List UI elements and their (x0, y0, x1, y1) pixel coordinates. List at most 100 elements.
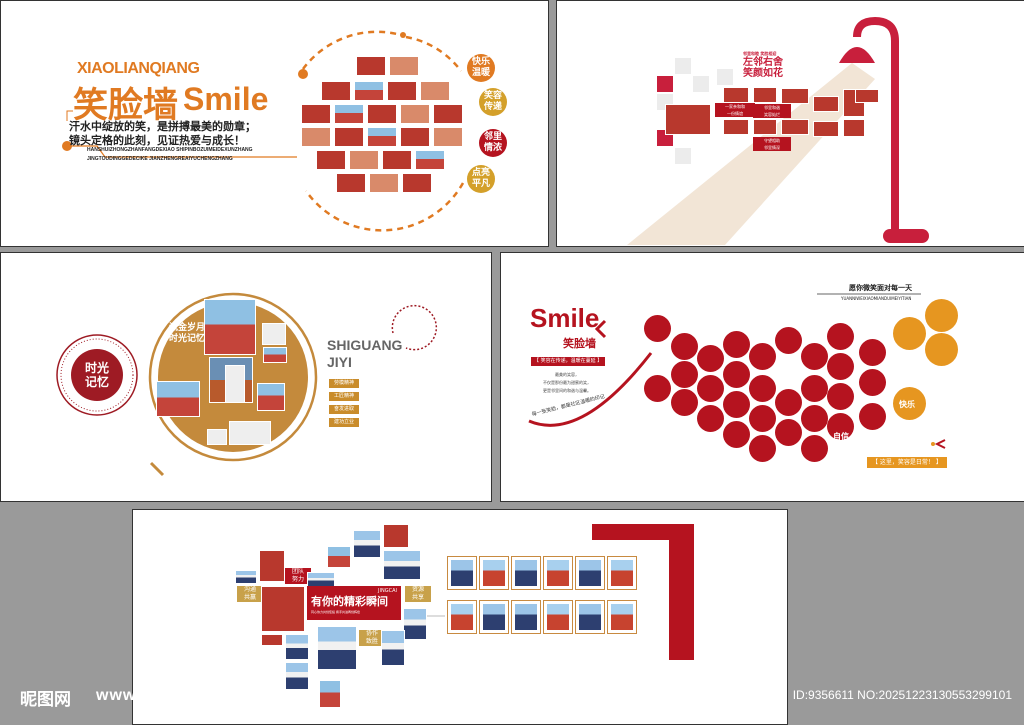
dot (723, 421, 750, 448)
panel-smile-dots: Smile 笑脸墙 【 笑容在传递，温暖在蔓延 】 最美的笑容， 不仅是那份最为… (500, 252, 1024, 502)
bubble-light: 点亮 平凡 (467, 165, 495, 193)
photo (843, 119, 865, 137)
photo (285, 662, 309, 690)
dot (827, 323, 854, 350)
watermark-id: ID:9356611 NO:20251223130553299101 (792, 688, 1012, 702)
photo (855, 89, 879, 103)
photo (285, 634, 309, 660)
pinyin-line-1: HANSHUIZHONGZHANFANGDEXIAO SHIPINBOZUIME… (87, 147, 253, 153)
photo-frame (575, 556, 605, 590)
moments-tag-4: 协作 致胜 (359, 630, 385, 646)
photo (317, 626, 357, 670)
en-title-1: SHIGUANG (327, 337, 403, 353)
dot (827, 413, 854, 440)
photo-frame (479, 600, 509, 634)
dot (775, 327, 802, 354)
tag-3: 守望相助 邻里情深 (753, 137, 791, 151)
photo (400, 127, 430, 147)
photo (235, 570, 257, 584)
top-pinyin: YUANNIWEIXIAOMIANDUIMEIYITIAN (841, 296, 912, 301)
photo (207, 429, 227, 445)
panel-smile-wall-orange: XIAOLIANQIANG 笑脸墙 Smile 汗水中绽放的笑，是拼搏最美的勋章… (0, 0, 549, 247)
top-title: 愿你微笑面对每一天 (849, 284, 912, 292)
dot (775, 419, 802, 446)
dot (671, 389, 698, 416)
photo-frame (575, 600, 605, 634)
dot (671, 361, 698, 388)
photo (204, 299, 256, 355)
memory-tag-4: 建功立业 (329, 418, 360, 427)
photo (723, 87, 749, 103)
photo (433, 104, 463, 124)
dot (801, 343, 828, 370)
moments-subtitle: 同心协力共创佳绩 携手共进再创辉煌 (311, 610, 360, 614)
smile-title: Smile (530, 303, 600, 333)
bubble-neighbor: 邻里 情浓 (479, 129, 507, 157)
tag-1: 一家亲和和 一份情谊 (715, 103, 755, 117)
photo (319, 680, 341, 708)
photo (225, 365, 245, 403)
lamp-title: 左邻右舍 笑颜如花 (743, 57, 783, 79)
moments-title-text: 有你的精彩瞬间 (311, 595, 388, 608)
photo (156, 381, 200, 417)
photo (781, 88, 809, 104)
dashed-ring (62, 30, 465, 232)
photo (301, 127, 331, 147)
orange-dot (925, 333, 958, 366)
deco-square (675, 58, 691, 74)
bubble-smile: 笑容 传递 (479, 88, 507, 116)
photo-frame (447, 556, 477, 590)
dot (801, 405, 828, 432)
smile-graphic (528, 293, 946, 449)
orange-dot (893, 387, 926, 420)
photo (261, 586, 305, 632)
dot (801, 435, 828, 462)
photo (403, 608, 427, 640)
dot (749, 435, 776, 462)
dot (827, 353, 854, 380)
photo (383, 550, 421, 580)
photo (356, 56, 386, 76)
photo (723, 119, 749, 135)
orange-dot (925, 299, 958, 332)
label-happy: 快乐 (899, 400, 915, 409)
dot (749, 405, 776, 432)
photo-frame (607, 556, 637, 590)
photo (369, 173, 399, 193)
photo-frame (479, 556, 509, 590)
dot (827, 383, 854, 410)
panel-wonderful-moments: 团队 努力 沟通 共赢 JINGCAI 有你的精彩瞬间 同心协力共创佳绩 携手共… (132, 509, 788, 725)
photo (381, 630, 405, 666)
photo-frame (543, 556, 573, 590)
photo (334, 127, 364, 147)
photo (383, 524, 409, 548)
photo (813, 96, 839, 112)
deco-square (675, 148, 691, 164)
dot (859, 339, 886, 366)
dot (644, 315, 671, 342)
pinyin-title: XIAOLIANQIANG (77, 60, 200, 77)
dot (749, 375, 776, 402)
photo (336, 173, 366, 193)
dot (723, 391, 750, 418)
poem-line-2: 镜头定格的此刻，见证热爱与成长！ (69, 134, 245, 147)
dot (697, 375, 724, 402)
dot (775, 389, 802, 416)
moments-tag-1: 团队 努力 (285, 568, 311, 584)
photo (400, 104, 430, 124)
photo (321, 81, 351, 101)
photo-frame (447, 600, 477, 634)
moments-tag-3: 资源 共享 (405, 586, 431, 602)
title-english: Smile (183, 81, 269, 117)
deco-square (693, 76, 709, 92)
photo (781, 119, 809, 135)
dot (697, 405, 724, 432)
watermark-logo: 昵图网 (20, 690, 71, 710)
photo (327, 546, 351, 568)
dot (723, 361, 750, 388)
dot (749, 343, 776, 370)
photo (433, 127, 463, 147)
photo (420, 81, 450, 101)
poem-line-1: 汗水中绽放的笑，是拼搏最美的勋章； (69, 120, 256, 133)
photo (389, 56, 419, 76)
